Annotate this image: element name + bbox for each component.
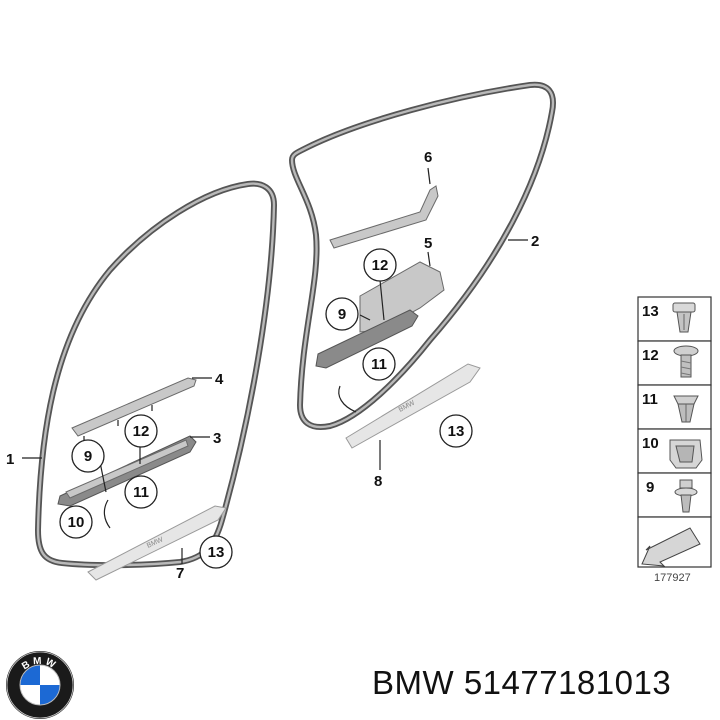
callout-circle-front-13: 13 [199,535,233,569]
legend-number-11: 11 [642,391,658,408]
push-clip-icon [674,479,698,513]
front-cable [103,499,111,529]
bmw-logo-letters: BMW [20,656,57,673]
callout-2: 2 [531,233,539,250]
callout-front-12: 12 [133,423,150,440]
rear-door-seal [289,81,556,430]
callout-rear-13: 13 [448,423,465,440]
callout-4: 4 [215,371,224,388]
callout-circle-front-11: 11 [124,475,158,509]
callout-8: 8 [374,473,382,490]
callout-circle-rear-11: 11 [362,347,396,381]
bmw-logo: BMW [6,651,74,719]
holder-clip-icon [669,439,703,469]
legend-number-10: 10 [642,435,659,452]
drawing-number: 177927 [654,572,691,584]
front-door-seal [35,180,277,569]
callout-circle-front-9: 9 [71,439,105,473]
leader-lines [22,167,528,564]
brand-part-number: BMW 51477181013 [372,664,672,701]
callout-1: 1 [6,451,14,468]
callout-front-9: 9 [84,448,92,465]
callout-7: 7 [176,565,184,582]
direction-arrow-icon [641,527,701,567]
callout-rear-11: 11 [371,356,387,373]
rear-cable [338,385,357,413]
callout-front-11: 11 [133,484,149,501]
callout-rear-12: 12 [372,257,389,274]
legend-number-9: 9 [646,479,654,496]
rear-sill-trim [315,309,419,369]
fastener-legend: 13 12 11 10 9 [637,296,712,568]
rear-pillar-cover-part-5 [359,261,445,333]
rear-pillar-trim-part-6 [329,185,439,249]
expanding-clip-icon [672,302,696,333]
callout-circle-rear-9: 9 [325,297,359,331]
callout-front-10: 10 [68,514,85,531]
callout-front-13: 13 [208,544,225,561]
callout-3: 3 [213,430,221,447]
callout-6: 6 [424,149,432,166]
rivet-screw-icon [673,345,699,378]
spreading-nut-icon [673,395,699,423]
callout-circle-rear-13: 13 [439,414,473,448]
legend-number-13: 13 [642,303,659,320]
callout-circle-front-12: 12 [124,414,158,448]
callout-5: 5 [424,235,432,252]
callout-rear-9: 9 [338,306,346,323]
front-entrance-strip-part-7: BMW [87,505,227,581]
front-pillar-trim-part-4 [71,377,197,442]
callout-circle-front-10: 10 [59,505,93,539]
front-sill-trim-part-3 [57,435,197,507]
legend-number-12: 12 [642,347,659,364]
svg-text:BMW: BMW [20,656,60,673]
callout-circle-rear-12: 12 [363,248,397,282]
